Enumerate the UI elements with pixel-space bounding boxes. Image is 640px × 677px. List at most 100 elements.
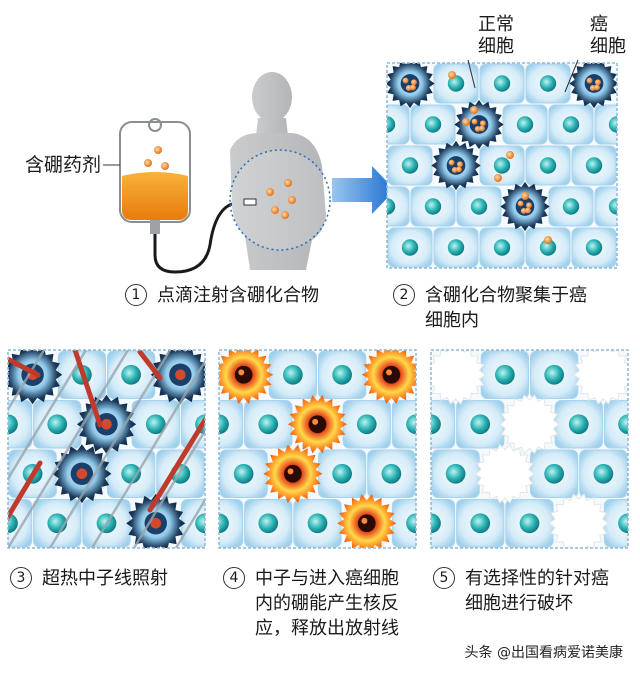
neutron-beam [137, 350, 163, 381]
boron-particle [448, 71, 456, 79]
boron-particle [525, 202, 532, 209]
cell-nucleus [258, 513, 279, 534]
cell-nucleus [445, 463, 466, 484]
cell-nucleus [585, 239, 603, 256]
boron-particle [544, 236, 552, 244]
neutron-beam-guide [8, 350, 88, 482]
boron-particle [402, 77, 409, 84]
watermark: 头条 @出国看病爱诺美康 [461, 641, 626, 663]
normal-cell [618, 228, 640, 267]
panel-irradiation [0, 350, 205, 548]
neutron-beam [8, 460, 43, 522]
boron-particle [517, 200, 524, 207]
boron-particle [410, 79, 417, 86]
cell-nucleus [258, 414, 279, 435]
normal-cell [618, 146, 640, 185]
boron-core [76, 468, 88, 480]
cell-nucleus [493, 239, 511, 256]
step-text: 有选择性的针对癌 细胞进行破坏 [465, 568, 609, 614]
boron-particle [154, 146, 162, 154]
panel-nuclear-reaction [219, 350, 416, 548]
cell-nucleus [493, 75, 511, 92]
normal-cell [629, 450, 640, 498]
destroyed-cancer-cell [499, 394, 560, 455]
boron-particle [471, 118, 478, 125]
cell-nucleus [406, 513, 416, 534]
panel-accumulation [342, 63, 640, 268]
step-1: 1 点滴注射含硼化合物 [125, 283, 319, 308]
cell-nucleus [608, 198, 617, 215]
reaction-core [284, 464, 302, 483]
step-2: 2 含硼化合物聚集于癌 细胞内 [393, 283, 587, 333]
cell-nucleus [544, 364, 564, 385]
normal-cell [219, 499, 244, 548]
destroyed-cancer-cell [474, 443, 536, 504]
neutron-beam [147, 417, 205, 513]
cell-nucleus [618, 414, 628, 435]
boron-particle [586, 77, 593, 84]
cell-nucleus [406, 414, 416, 435]
neutron-beam-guide [132, 428, 205, 548]
boron-particle [594, 79, 601, 86]
reaction-core [234, 365, 253, 384]
reaction-core [357, 514, 376, 533]
iv-drip-bag [119, 118, 191, 234]
normal-cell [180, 400, 205, 449]
cell-nucleus [233, 463, 254, 484]
normal-cell [387, 186, 410, 227]
cell-nucleus [585, 157, 603, 174]
normal-cell [219, 400, 244, 449]
step-number: 3 [10, 567, 32, 589]
boron-particle [521, 192, 529, 200]
cell-nucleus [356, 157, 372, 173]
boron-particle [456, 161, 463, 168]
cell-nucleus [424, 198, 442, 215]
flow-arrow [332, 166, 395, 214]
step-text: 中子与进入癌细胞 内的硼能产生核反 应，释放出放射线 [255, 568, 399, 639]
neutron-beam [8, 356, 41, 378]
step-text: 含硼化合物聚集于癌 细胞内 [425, 285, 587, 331]
normal-cell [8, 400, 33, 449]
boron-core [101, 418, 112, 430]
cell-nucleus [356, 239, 372, 255]
boron-core [175, 369, 186, 381]
normal-cell [594, 186, 617, 227]
cell-nucleus [568, 414, 589, 435]
normal-cell [0, 450, 7, 498]
cell-nucleus [195, 513, 205, 534]
normal-cell [594, 104, 617, 145]
cell-nucleus [539, 75, 557, 92]
cell-nucleus [401, 239, 419, 256]
normal-cell-label: 正常细胞 [478, 14, 514, 57]
cell-nucleus [519, 513, 540, 534]
boron-core [150, 517, 162, 529]
normal-cell [0, 351, 7, 399]
boron-particle [470, 106, 478, 114]
cell-nucleus [401, 157, 419, 174]
boron-particle [462, 118, 470, 126]
step-number: 5 [433, 567, 455, 589]
cell-nucleus [332, 463, 352, 484]
cell-nucleus [608, 116, 617, 133]
drug-label: 含硼药剂 [25, 154, 101, 176]
boron-particle [525, 207, 531, 214]
cell-nucleus [632, 75, 640, 91]
boron-particles-body [266, 179, 296, 219]
step-text: 点滴注射含硼化合物 [157, 285, 319, 306]
neutron-beam-guide [48, 350, 172, 548]
normal-cell [342, 64, 386, 103]
boron-particle [494, 174, 502, 182]
cell-nucleus [493, 157, 511, 174]
boron-particle [448, 159, 455, 166]
normal-cell [431, 400, 456, 449]
cell-nucleus [121, 463, 141, 484]
neutron-beam-guide [90, 359, 205, 548]
cell-nucleus [470, 198, 488, 215]
cell-nucleus [8, 414, 18, 435]
cell-nucleus [593, 463, 614, 484]
cell-nucleus [219, 414, 229, 435]
normal-cell [618, 64, 640, 103]
cell-nucleus [539, 157, 557, 174]
cell-nucleus [495, 364, 515, 385]
reaction-core [382, 365, 401, 384]
